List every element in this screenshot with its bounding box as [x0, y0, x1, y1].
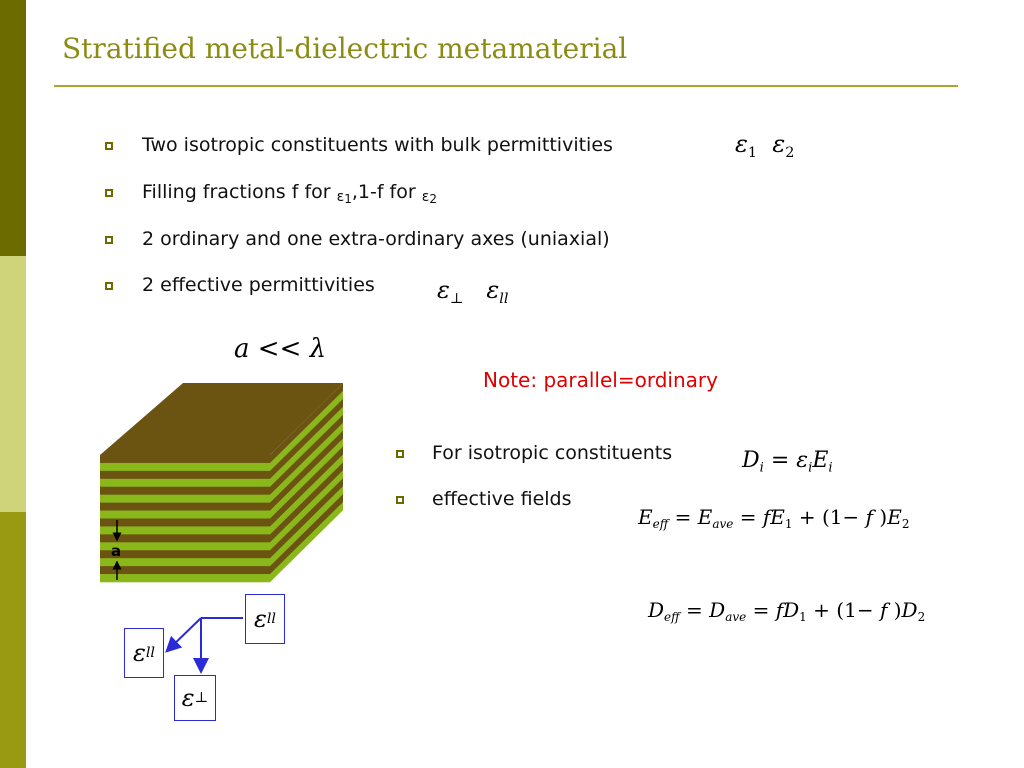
stack-layer-front [100, 494, 270, 503]
bullet-square-icon [396, 450, 404, 458]
stack-layer-side [270, 494, 343, 575]
stack-layer-front [100, 558, 270, 567]
stack-layer-front [100, 542, 270, 551]
stack-layer-side [270, 414, 343, 495]
left-accent-bar-top [0, 0, 26, 256]
stack-layer-side [270, 438, 343, 519]
bullet-square-icon [396, 496, 404, 504]
condition-formula: a << λ [234, 334, 327, 364]
axis-arrow-diagonal [165, 617, 202, 653]
bullet-text-isotropic: For isotropic constituents [432, 442, 673, 464]
constitutive-relation-formula: Di = εiEi [742, 448, 833, 476]
stack-layer-front [100, 534, 270, 543]
stack-layer-side [270, 398, 343, 480]
epsilon-1-2-formula: ε1 ε2 [735, 130, 795, 162]
stack-layer-front [100, 462, 270, 472]
bullet-text-effective-fields: effective fields [432, 488, 572, 510]
stack-layer-side [270, 406, 343, 488]
stack-layer-front [100, 526, 270, 535]
stack-layer-front [100, 455, 270, 464]
stack-layer-front [100, 470, 270, 480]
bullet-square-icon [105, 236, 113, 244]
stack-layer-side [270, 430, 343, 511]
stack-layer-front [100, 566, 270, 575]
period-label: a [111, 542, 122, 560]
stack-layer-front [100, 550, 270, 559]
note-text: Note: parallel=ordinary [483, 368, 718, 392]
left-accent-bar-middle [0, 256, 26, 512]
left-accent-bar-bottom [0, 512, 26, 768]
bullet-text-effective-permittivities: 2 effective permittivities [142, 274, 375, 296]
stack-layer-side [270, 478, 343, 559]
slide-title: Stratified metal-dielectric metamaterial [62, 32, 628, 65]
epsilon-perp-parallel-formula: ε⊥ εll [437, 276, 509, 308]
stack-layer-side [270, 422, 343, 503]
effective-d-field-formula: Deff = Dave = fD1 + (1− f )D2 [648, 598, 926, 625]
stack-layer-side [270, 390, 343, 472]
title-divider [54, 85, 958, 87]
stack-layer-side [270, 462, 343, 543]
stack-layer-front [100, 486, 270, 495]
stack-layer-side [270, 383, 343, 464]
stack-layer-side [270, 454, 343, 535]
stack-top-face [100, 383, 343, 455]
stack-layer-front [100, 478, 270, 488]
effective-e-field-formula: Eeff = Eave = fE1 + (1− f )E2 [638, 505, 910, 532]
bullet-square-icon [105, 189, 113, 197]
bullet-square-icon [105, 142, 113, 150]
stack-layer-front [100, 574, 270, 583]
stack-layer-front [100, 502, 270, 511]
bullet-square-icon [105, 282, 113, 290]
stack-layer-side [270, 446, 343, 527]
stack-layer-side [270, 502, 343, 583]
epsilon-perp-label: ε⊥ [174, 675, 216, 721]
stack-layer-side [270, 470, 343, 551]
bullet-text-filling-fractions: Filling fractions f for ε1,1-f for ε2 [142, 181, 437, 206]
stack-layer-side [270, 486, 343, 567]
bullet-text-constituents: Two isotropic constituents with bulk per… [142, 134, 613, 156]
stack-layer-front [100, 510, 270, 519]
stack-layer-front [100, 518, 270, 527]
bullet-text-axes: 2 ordinary and one extra-ordinary axes (… [142, 228, 610, 250]
